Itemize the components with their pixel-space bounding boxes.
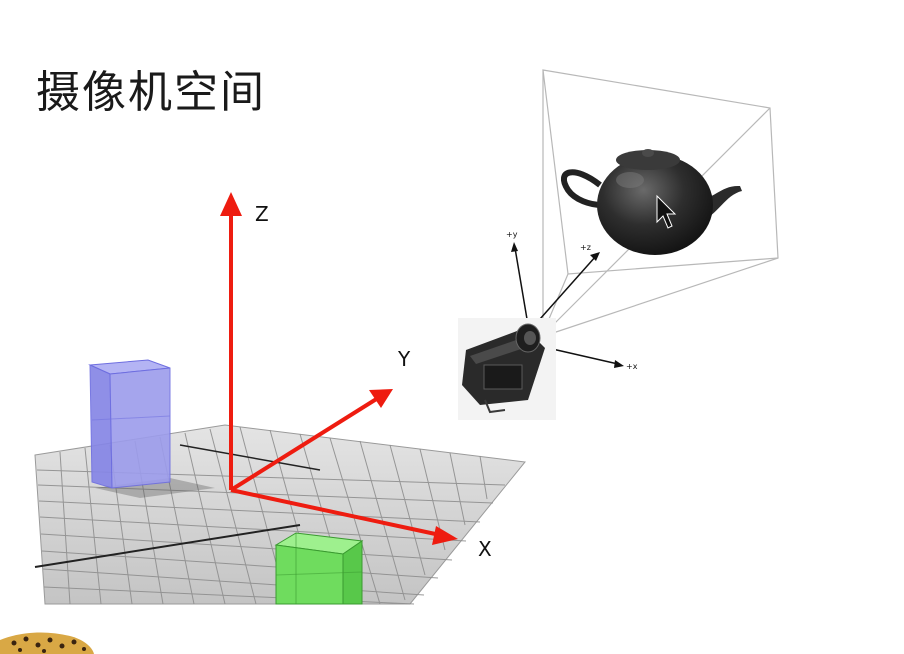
camera-z-label: +z	[580, 243, 591, 252]
y-axis-label: Y	[397, 347, 411, 371]
x-axis-label: X	[478, 537, 492, 561]
camera-x-label: +x	[626, 362, 638, 371]
camera-y-axis-line	[514, 247, 529, 326]
camera-y-label: +y	[506, 230, 518, 239]
world-axes: Z Y X	[220, 192, 492, 561]
x-axis-arrowhead	[432, 526, 458, 545]
x-axis-line	[230, 488, 441, 537]
camera-axes	[511, 242, 624, 368]
teapot	[560, 149, 742, 255]
leopard-decoration	[0, 632, 94, 654]
y-axis-line	[229, 396, 380, 492]
y-axis-arrowhead	[369, 389, 393, 408]
camera-z-axis-line	[531, 255, 597, 329]
blue-box	[88, 359, 215, 498]
slide-title: 摄像机空间	[36, 67, 266, 118]
z-axis-label: Z	[255, 202, 269, 226]
mouse-cursor-icon	[656, 194, 677, 229]
camera-x-axis-line	[547, 347, 619, 365]
video-camera-icon	[458, 318, 556, 420]
green-box	[274, 532, 364, 605]
z-axis-arrowhead	[220, 192, 242, 216]
